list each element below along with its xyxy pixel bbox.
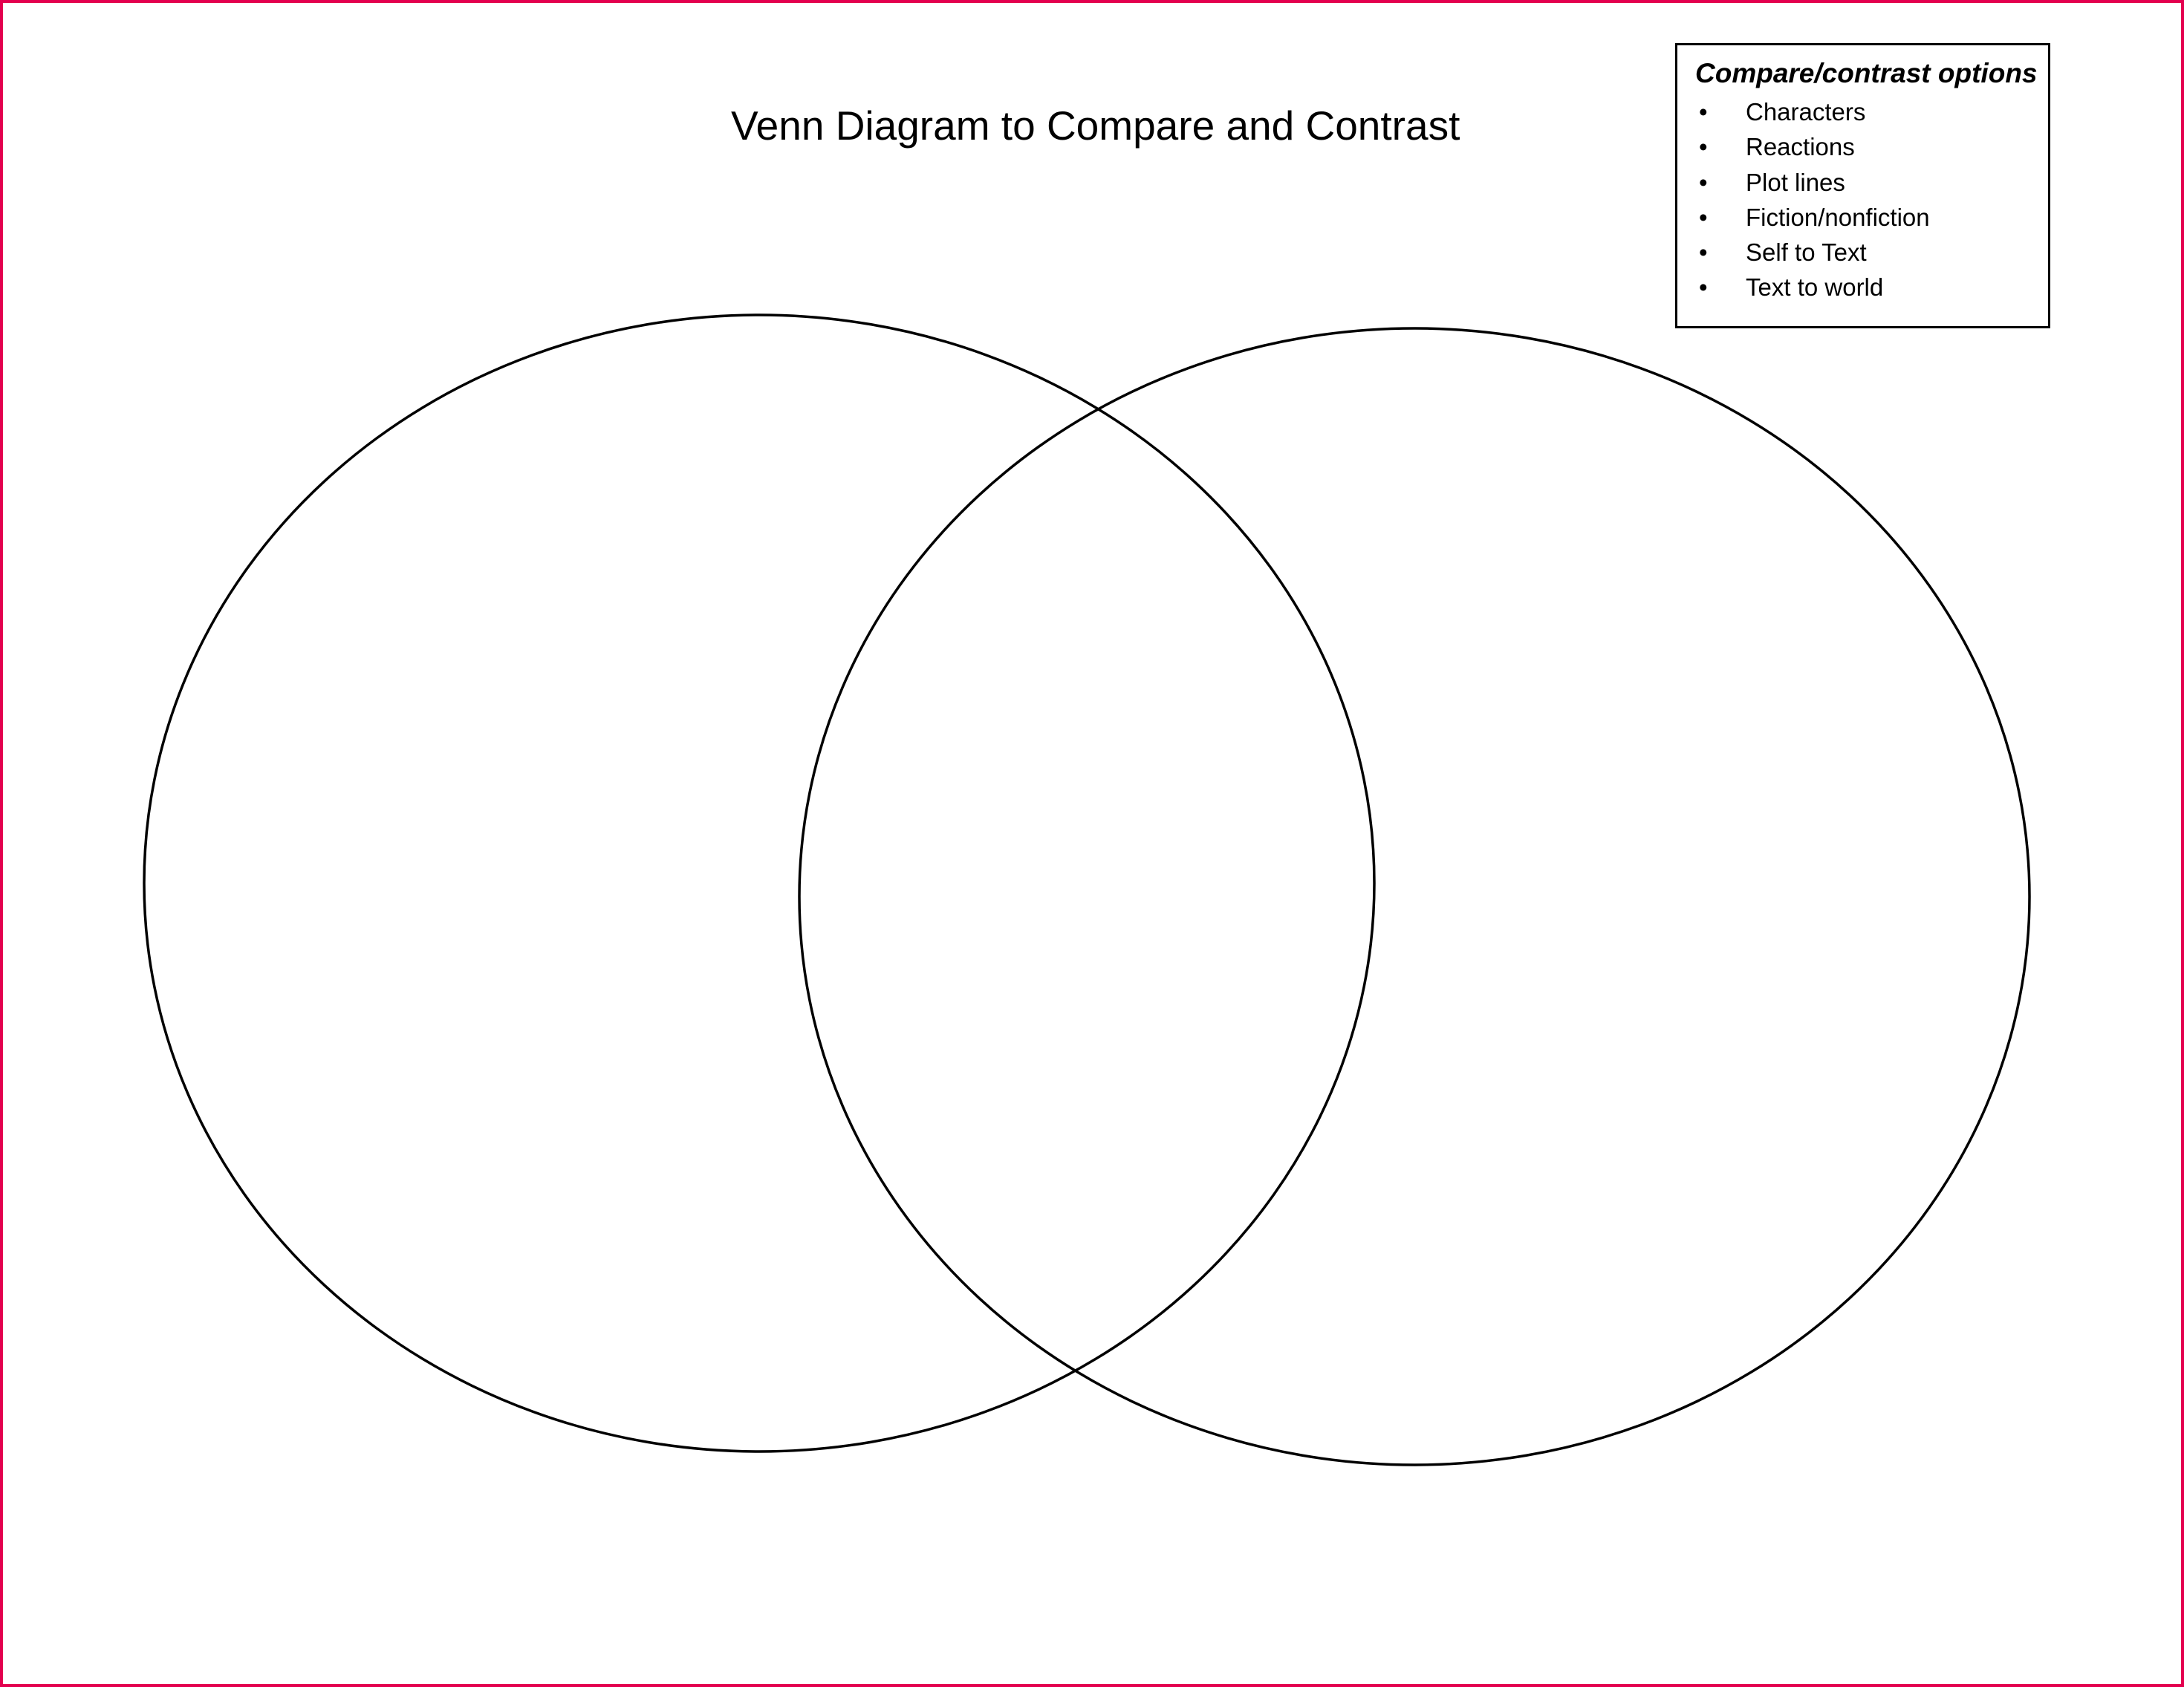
options-heading: Compare/contrast options (1695, 58, 2038, 88)
option-label-characters: Characters (1746, 98, 1866, 126)
bullet-icon: • (1699, 168, 1708, 196)
bullet-icon: • (1699, 203, 1708, 231)
venn-diagram (143, 313, 2031, 1466)
page-title: Venn Diagram to Compare and Contrast (731, 103, 1460, 149)
bullet-icon: • (1699, 238, 1708, 267)
option-label-self-to-text: Self to Text (1746, 238, 1867, 267)
bullet-icon: • (1699, 98, 1708, 126)
option-label-fiction-nonfiction: Fiction/nonfiction (1746, 203, 1930, 231)
option-label-plot-lines: Plot lines (1746, 168, 1845, 196)
option-label-text-to-world: Text to world (1746, 273, 1884, 302)
bullet-icon: • (1699, 273, 1708, 302)
bullet-icon: • (1699, 133, 1708, 161)
right-circle (798, 327, 2031, 1466)
left-circle (143, 313, 1376, 1453)
option-label-reactions: Reactions (1746, 133, 1855, 161)
options-box: Compare/contrast options • Characters • … (1675, 43, 2050, 328)
